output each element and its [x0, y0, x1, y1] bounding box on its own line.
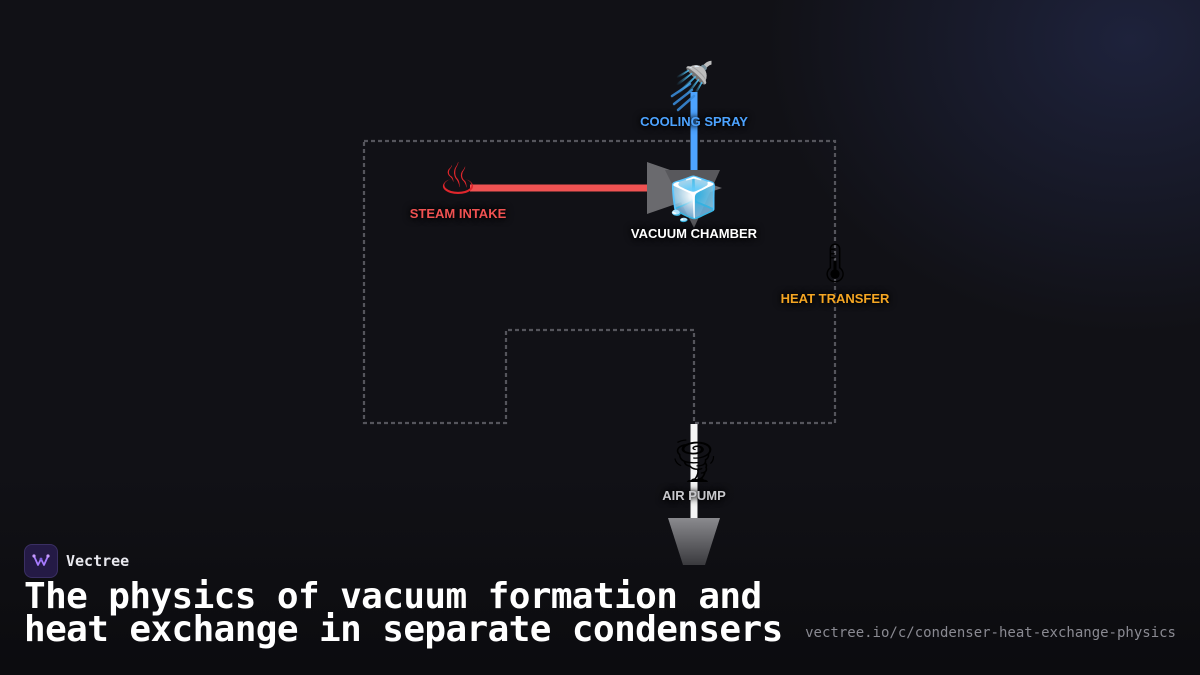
ice-cube-icon: 🧊	[667, 174, 721, 223]
node-heat-transfer: 🌡 HEAT TRANSFER	[735, 244, 935, 306]
node-air-pump: 🌪 AIR PUMP	[594, 436, 794, 504]
source-url[interactable]: vectree.io/c/condenser-heat-exchange-phy…	[805, 625, 1176, 641]
node-label: VACUUM CHAMBER	[630, 226, 758, 241]
node-vacuum-chamber: 🧊 VACUUM CHAMBER	[594, 174, 794, 242]
title-line-2: heat exchange in separate condensers	[24, 609, 783, 650]
hot-springs-icon: ♨	[438, 154, 478, 205]
chamber-housing	[665, 170, 720, 228]
node-cooling-spray: 🚿 COOLING SPRAY	[594, 62, 794, 129]
thermometer-icon: 🌡	[810, 241, 860, 285]
shower-icon: 🚿	[674, 59, 714, 97]
page-title: The physics of vacuum formation and heat…	[24, 576, 824, 650]
node-label: COOLING SPRAY	[640, 114, 748, 129]
system-boundary	[362, 139, 837, 425]
outlet-funnel	[668, 518, 720, 565]
title-line-1: The physics of vacuum formation and	[24, 576, 762, 617]
tornado-icon: 🌪	[667, 436, 721, 485]
node-steam-intake: ♨ STEAM INTAKE	[358, 154, 558, 222]
brand-name: Vectree	[66, 552, 130, 570]
node-label: AIR PUMP	[662, 488, 726, 503]
brand[interactable]: Vectree	[24, 544, 129, 578]
vectree-logo-icon	[24, 544, 58, 578]
spray-jets	[670, 82, 696, 112]
node-label: STEAM INTAKE	[409, 206, 507, 221]
node-label: HEAT TRANSFER	[780, 291, 890, 306]
